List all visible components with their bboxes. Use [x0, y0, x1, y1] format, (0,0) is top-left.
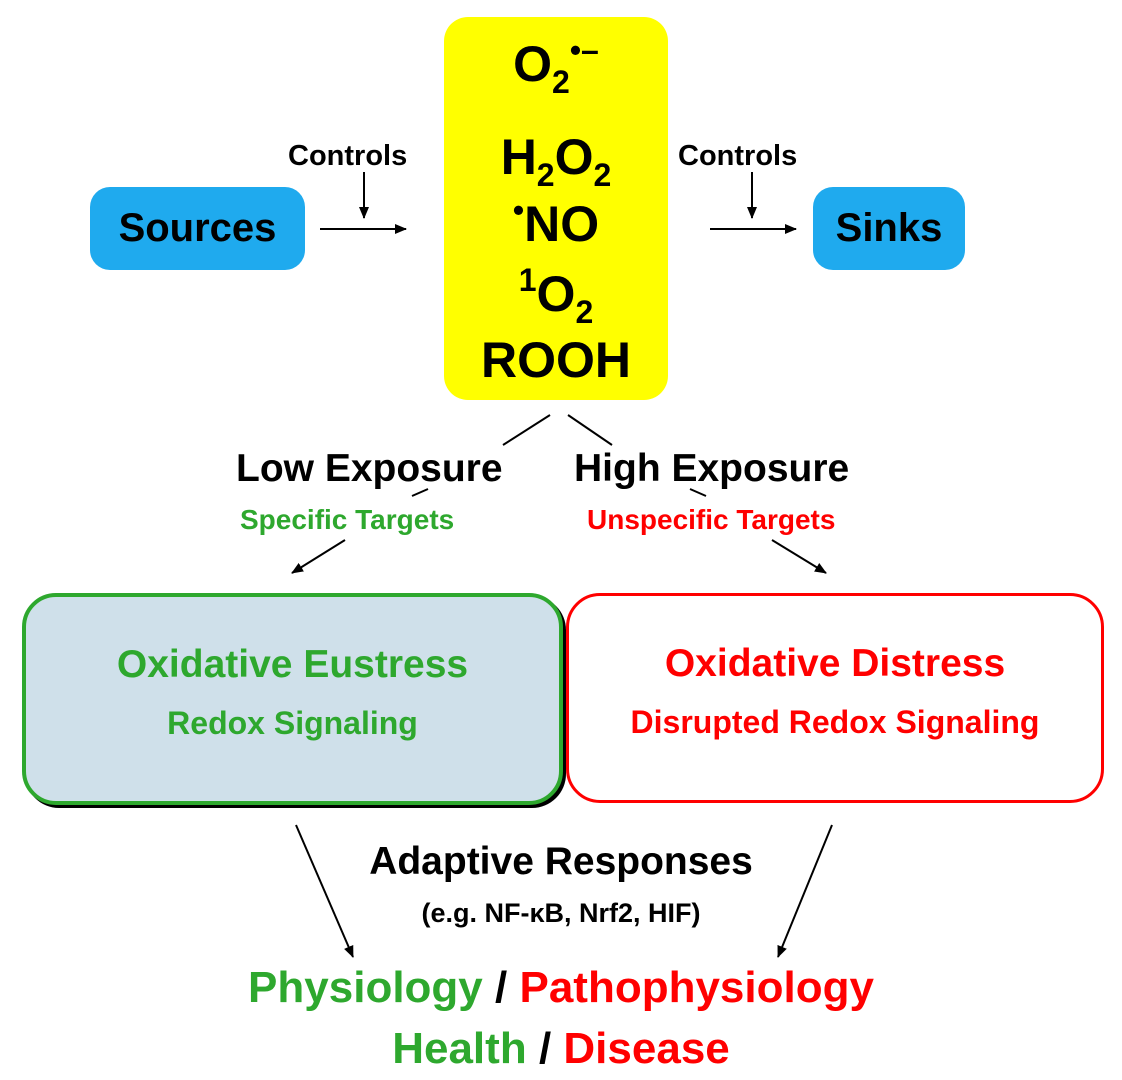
hydrogen-peroxide-label: H2O2 — [500, 129, 612, 193]
eustress-outcome-arrow — [295, 824, 354, 958]
low-connector — [411, 488, 429, 497]
health-label: Health — [392, 1024, 527, 1073]
reactive-species-box: O2•– H2O2 •NO 1O2 ROOH — [444, 17, 668, 400]
branch-low-line — [502, 414, 551, 446]
oxidative-eustress-box: Oxidative Eustress Redox Signaling — [22, 593, 563, 805]
unspecific-targets-label: Unspecific Targets — [587, 504, 836, 535]
low-exposure-label: Low Exposure — [236, 447, 503, 490]
disease-label: Disease — [563, 1024, 730, 1073]
sinks-box: Sinks — [813, 187, 965, 270]
superoxide-label: O2•– — [513, 32, 599, 100]
sources-label: Sources — [118, 206, 277, 250]
pathophysiology-label: Pathophysiology — [519, 963, 874, 1012]
controls-left-label: Controls — [288, 140, 408, 172]
oxidative-distress-box: Oxidative Distress Disrupted Redox Signa… — [566, 593, 1104, 803]
sinks-label: Sinks — [835, 206, 943, 250]
controls-right-label: Controls — [678, 140, 798, 172]
eustress-title: Oxidative Eustress — [116, 643, 469, 686]
physiology-label: Physiology — [248, 963, 483, 1012]
unspecific-targets-arrow — [771, 539, 827, 574]
nitric-oxide-label: •NO — [512, 192, 600, 252]
eustress-subtitle: Redox Signaling — [167, 705, 418, 741]
high-connector — [689, 488, 707, 497]
hydroperoxide-label: ROOH — [481, 332, 631, 388]
high-exposure-label: High Exposure — [574, 447, 850, 490]
singlet-oxygen-label: 1O2 — [518, 262, 594, 330]
distress-outcome-arrow — [777, 824, 833, 958]
outcome-slash-2: / — [538, 1024, 552, 1073]
adaptive-responses-examples: (e.g. NF-κB, Nrf2, HIF) — [421, 898, 701, 928]
specific-targets-label: Specific Targets — [240, 504, 455, 535]
adaptive-responses-title: Adaptive Responses — [369, 840, 753, 883]
outcome-health-line: Health / Disease — [0, 1024, 1122, 1074]
distress-title: Oxidative Distress — [664, 642, 1006, 685]
outcome-physiology-line: Physiology / Pathophysiology — [0, 963, 1122, 1013]
distress-subtitle: Disrupted Redox Signaling — [630, 704, 1040, 740]
branch-high-line — [567, 414, 613, 446]
outcome-slash: / — [495, 963, 508, 1012]
specific-targets-arrow — [291, 539, 346, 574]
sources-box: Sources — [90, 187, 305, 270]
